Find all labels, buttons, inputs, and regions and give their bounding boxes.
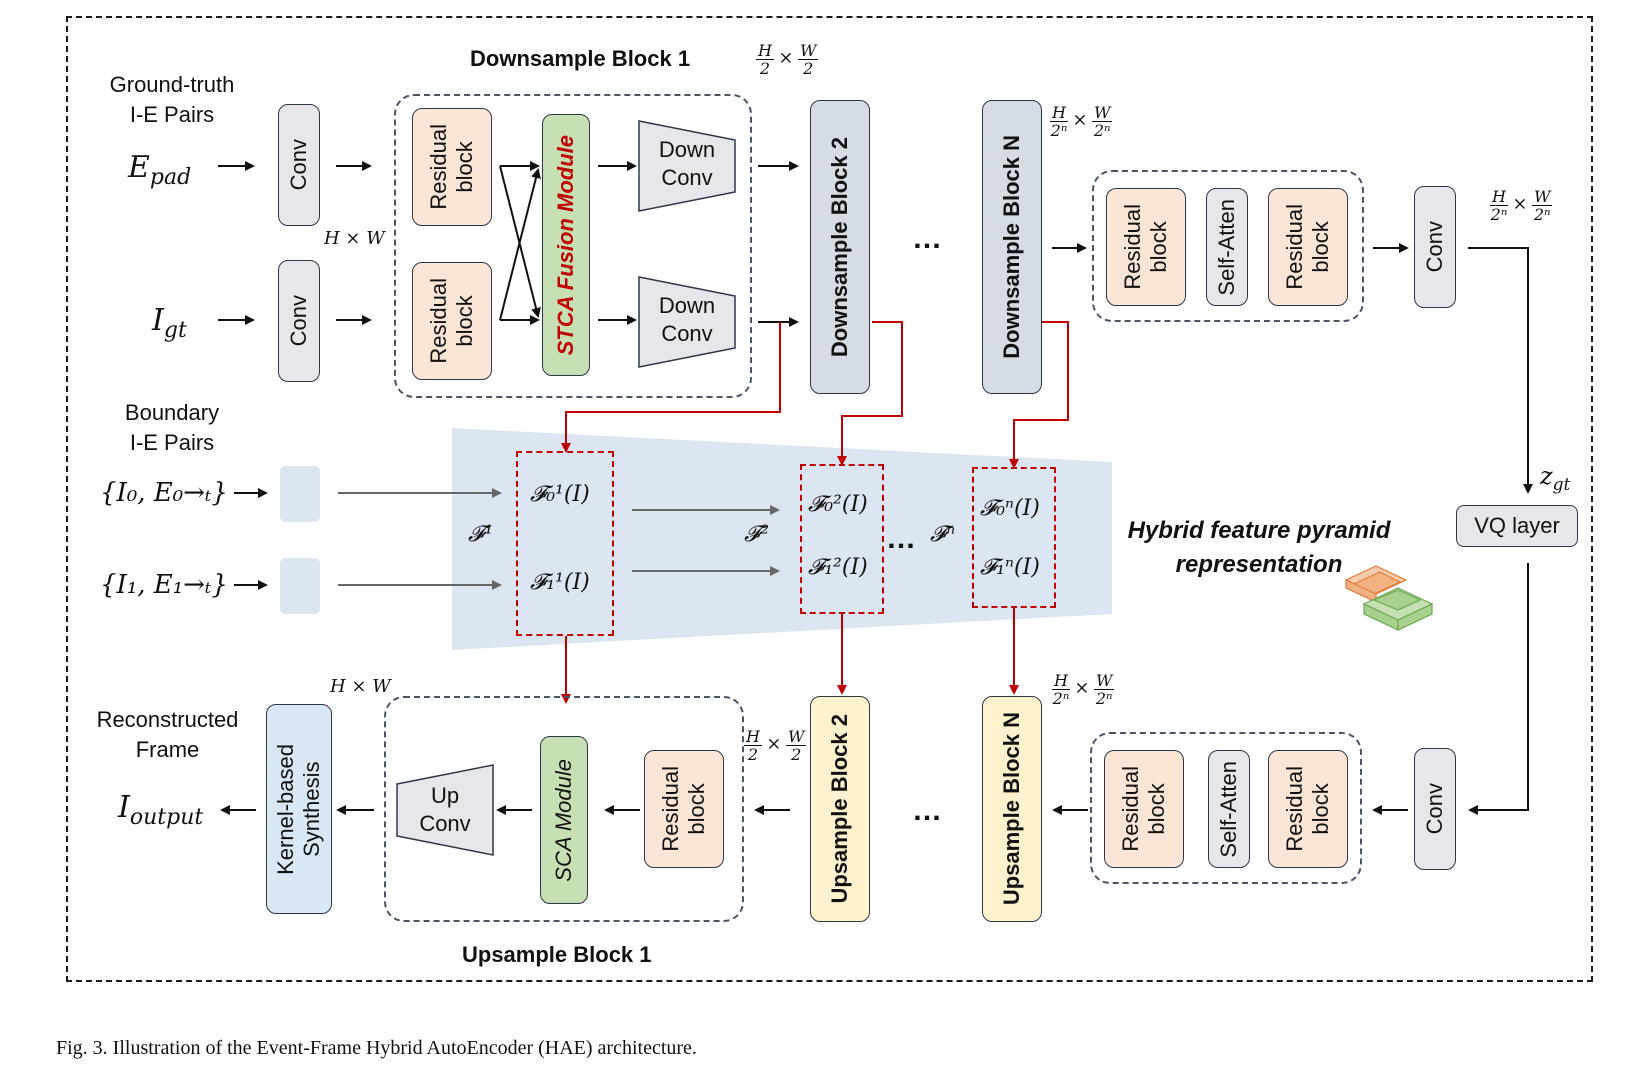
sca-module: SCA Module [540,736,588,904]
encoder-arrows [218,161,1533,815]
feature-0-level-n: 𝓕₀ⁿ(I) [980,496,1040,521]
pyramid-background [452,428,1112,650]
residual-block-image: Residual block [412,262,492,380]
pyramid-ellipsis: … [886,522,916,555]
downsample-block-n: Downsample Block N [982,100,1042,394]
z-gt-label: zgt [1540,462,1571,495]
dim-hw-decoder: H × W [330,676,391,697]
pyramid-level-2-label: 𝓕² [744,522,770,547]
encoder-self-attention: Self-Atten [1206,188,1248,306]
decoder-residual-block: Residual block [644,750,724,868]
encoder-ellipsis: … [912,222,942,255]
boundary-heading: Boundary I-E Pairs [124,400,220,455]
boundary-feature-0 [280,466,320,522]
encoder-final-conv: Conv [1414,186,1456,308]
kernel-based-synthesis: Kernel-based Synthesis [266,704,332,914]
dim-hw-encoder: H × W [324,228,385,249]
reconstructed-heading: Reconstructed Frame [96,707,239,762]
encoder-mid-residual-2: Residual block [1268,188,1348,306]
upsample-block-n: Upsample Block N [982,696,1042,922]
encoder-mid-block [1092,170,1364,322]
pyramid-level-n-label: 𝓕ⁿ [930,522,956,547]
decoder-self-attention: Self-Atten [1208,750,1250,868]
up-conv-label: Up Conv [419,783,471,836]
pyramid-level-1-label: 𝓕¹ [468,522,494,547]
outer-frame [66,16,1593,982]
downsample-block-1-title: Downsample Block 1 [470,46,691,71]
decoder-mid-residual-2: Residual block [1268,750,1348,868]
decoder-first-conv: Conv [1414,748,1456,870]
upsample-block-1-title: Upsample Block 1 [462,942,652,967]
vq-layer: VQ layer [1456,505,1578,547]
i-output-label: Ioutput [118,790,204,830]
residual-block-event: Residual block [412,108,492,226]
pyramid-level-1 [516,451,614,636]
ground-truth-heading: Ground-truth I-E Pairs [109,72,235,127]
down-conv-1 [638,120,736,212]
boundary-feature-1 [280,558,320,614]
downsample-block-1 [394,94,752,398]
up-conv [396,764,494,856]
skip-arrows [561,321,1069,704]
encoder-mid-residual-1: Residual block [1106,188,1186,306]
feature-1-level-n: 𝓕₁ⁿ(I) [980,555,1040,580]
encoder-conv-image: Conv [278,260,320,382]
decoder-mid-residual-1: Residual block [1104,750,1184,868]
down-conv-2-label: Down Conv [658,293,716,346]
decoder-ellipsis: … [912,794,942,827]
pyramid-level-2 [800,464,884,614]
down-conv-1-label: Down Conv [658,137,716,190]
feature-0-level-2: 𝓕₀²(I) [808,492,868,517]
boundary-pair-0: {I₀, E₀→ₜ} [100,478,228,508]
pyramid-stack-icon [1344,565,1434,631]
e-pad-label: Epad [128,150,192,190]
feature-1-level-2: 𝓕₁²(I) [808,555,868,580]
down-conv-2 [638,276,736,368]
feature-0-level-1: 𝓕₀¹(I) [530,482,590,507]
pyramid-arrows [338,488,780,590]
pyramid-title: Hybrid feature pyramid representation [1127,517,1391,578]
encoder-conv-event: Conv [278,104,320,226]
stca-fusion-module: STCA Fusion Module [542,114,590,376]
upsample-block-1 [384,696,744,922]
pyramid-level-n [972,467,1056,608]
downsample-block-2: Downsample Block 2 [810,100,870,394]
i-gt-label: Igt [152,303,187,343]
figure-caption: Fig. 3. Illustration of the Event-Frame … [56,1037,697,1059]
boundary-pair-1: {I₁, E₁→ₜ} [100,570,228,600]
upsample-block-2: Upsample Block 2 [810,696,870,922]
feature-1-level-1: 𝓕₁¹(I) [530,570,590,595]
decoder-mid-block [1090,732,1362,884]
